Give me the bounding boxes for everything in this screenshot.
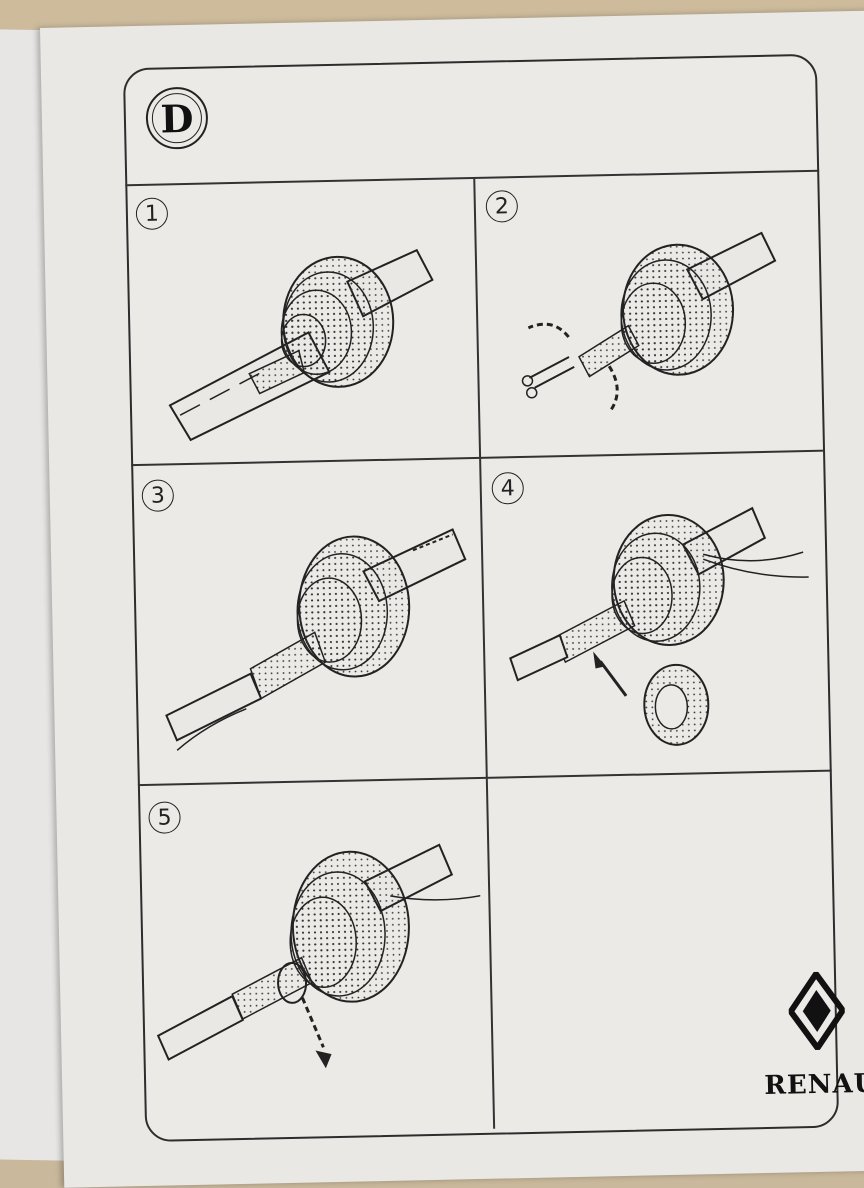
grommet-illustration-5 [156,843,485,1069]
panel-empty: RENAU [488,772,864,1129]
grommet-illustration-1 [168,248,434,442]
instruction-sheet: D 1 2 [40,9,864,1188]
panel-step-5: 5 [138,779,493,1136]
section-letter: D [151,92,203,144]
panel-step-1: 1 [125,179,479,464]
panel-step-3: 3 [131,459,486,784]
panel-step-4: 4 [481,452,832,777]
grommet-illustration-3 [165,528,467,751]
grommet-illustration-4 [509,506,809,746]
brand-name: RENAU [764,1068,864,1102]
renault-diamond-logo-icon [787,971,846,1051]
grommet-illustration-2 [521,231,777,413]
panel-step-2: 2 [475,172,825,457]
